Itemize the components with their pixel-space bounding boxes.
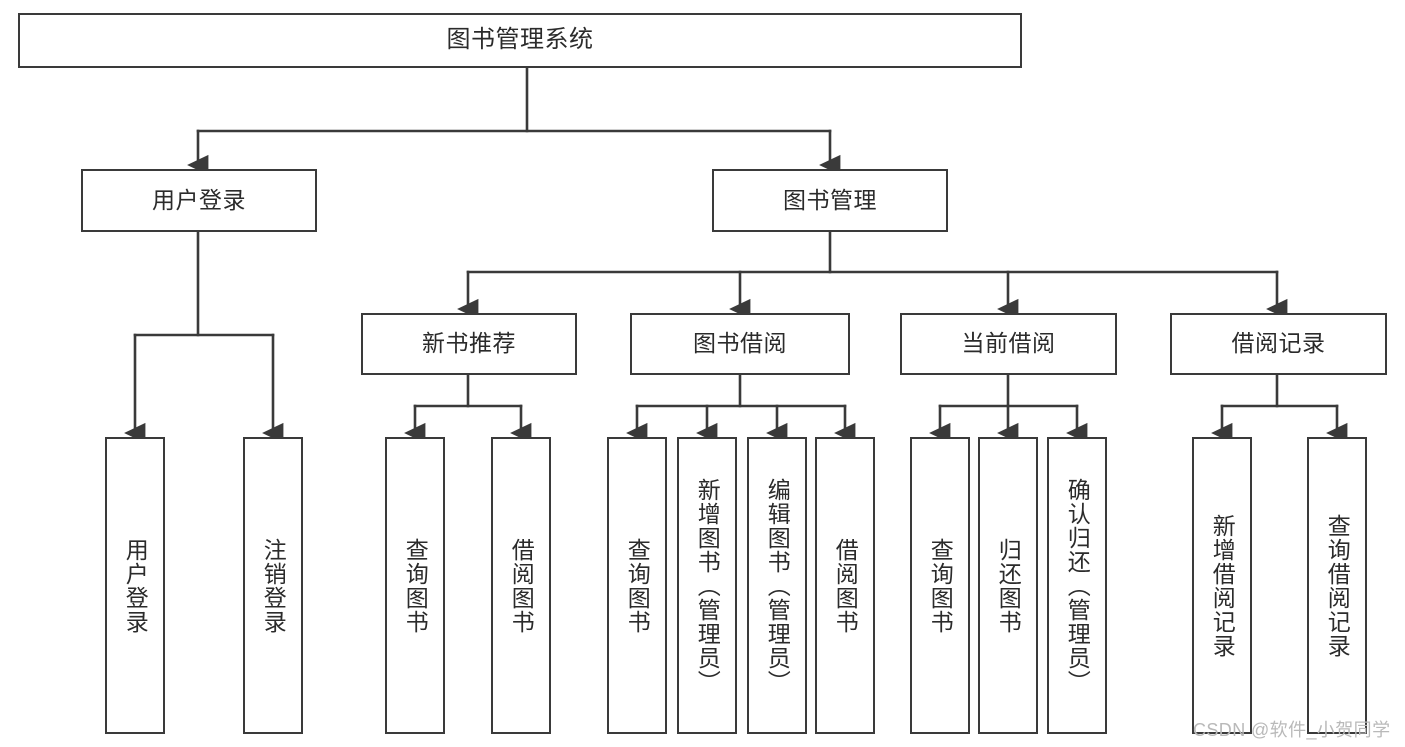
node-label: 图书管理 — [783, 186, 877, 213]
node-label: 新增借阅记录 — [1209, 513, 1236, 658]
node-user-login[interactable]: 用户登录 — [81, 169, 317, 232]
node-current-borrow[interactable]: 当前借阅 — [900, 313, 1117, 375]
node-label: 注销登录 — [260, 537, 287, 634]
node-label: 图书借阅 — [693, 330, 787, 357]
node-book-borrow[interactable]: 图书借阅 — [630, 313, 850, 375]
node-leaf-add-borrow-record[interactable]: 新增借阅记录 — [1192, 437, 1252, 734]
node-label: 查询图书 — [402, 537, 429, 634]
node-label: 查询借阅记录 — [1324, 513, 1351, 658]
node-label: 图书管理系统 — [446, 26, 594, 54]
node-label: 新书推荐 — [422, 330, 516, 357]
node-root-book-management-system[interactable]: 图书管理系统 — [18, 13, 1022, 68]
node-leaf-borrow-book-1[interactable]: 借阅图书 — [491, 437, 551, 734]
node-label: 归还图书 — [995, 537, 1022, 634]
node-leaf-query-book-1[interactable]: 查询图书 — [385, 437, 445, 734]
node-leaf-add-book-admin[interactable]: 新增图书（管理员） — [677, 437, 737, 734]
node-label: 用户登录 — [152, 186, 246, 213]
node-leaf-edit-book-admin[interactable]: 编辑图书（管理员） — [747, 437, 807, 734]
node-book-management[interactable]: 图书管理 — [712, 169, 948, 232]
node-label: 借阅记录 — [1231, 330, 1326, 357]
node-label: 新增图书（管理员） — [694, 477, 721, 694]
node-label: 借阅图书 — [508, 537, 535, 634]
node-leaf-return-book[interactable]: 归还图书 — [978, 437, 1038, 734]
node-leaf-confirm-return-admin[interactable]: 确认归还（管理员） — [1047, 437, 1107, 734]
node-label: 当前借阅 — [961, 330, 1056, 357]
node-borrow-record[interactable]: 借阅记录 — [1170, 313, 1387, 375]
node-label: 查询图书 — [624, 537, 651, 634]
node-leaf-user-login[interactable]: 用户登录 — [105, 437, 165, 734]
node-leaf-borrow-book-2[interactable]: 借阅图书 — [815, 437, 875, 734]
node-label: 编辑图书（管理员） — [764, 477, 791, 694]
node-label: 确认归还（管理员） — [1064, 477, 1091, 694]
node-label: 查询图书 — [927, 537, 954, 634]
node-leaf-logout-login[interactable]: 注销登录 — [243, 437, 303, 734]
node-new-book-recommend[interactable]: 新书推荐 — [361, 313, 577, 375]
node-label: 借阅图书 — [832, 537, 859, 634]
node-label: 用户登录 — [122, 537, 149, 634]
node-leaf-query-book-3[interactable]: 查询图书 — [910, 437, 970, 734]
watermark: CSDN @软件_小贺同学 — [1193, 720, 1391, 740]
node-leaf-query-book-2[interactable]: 查询图书 — [607, 437, 667, 734]
node-leaf-query-borrow-record[interactable]: 查询借阅记录 — [1307, 437, 1367, 734]
